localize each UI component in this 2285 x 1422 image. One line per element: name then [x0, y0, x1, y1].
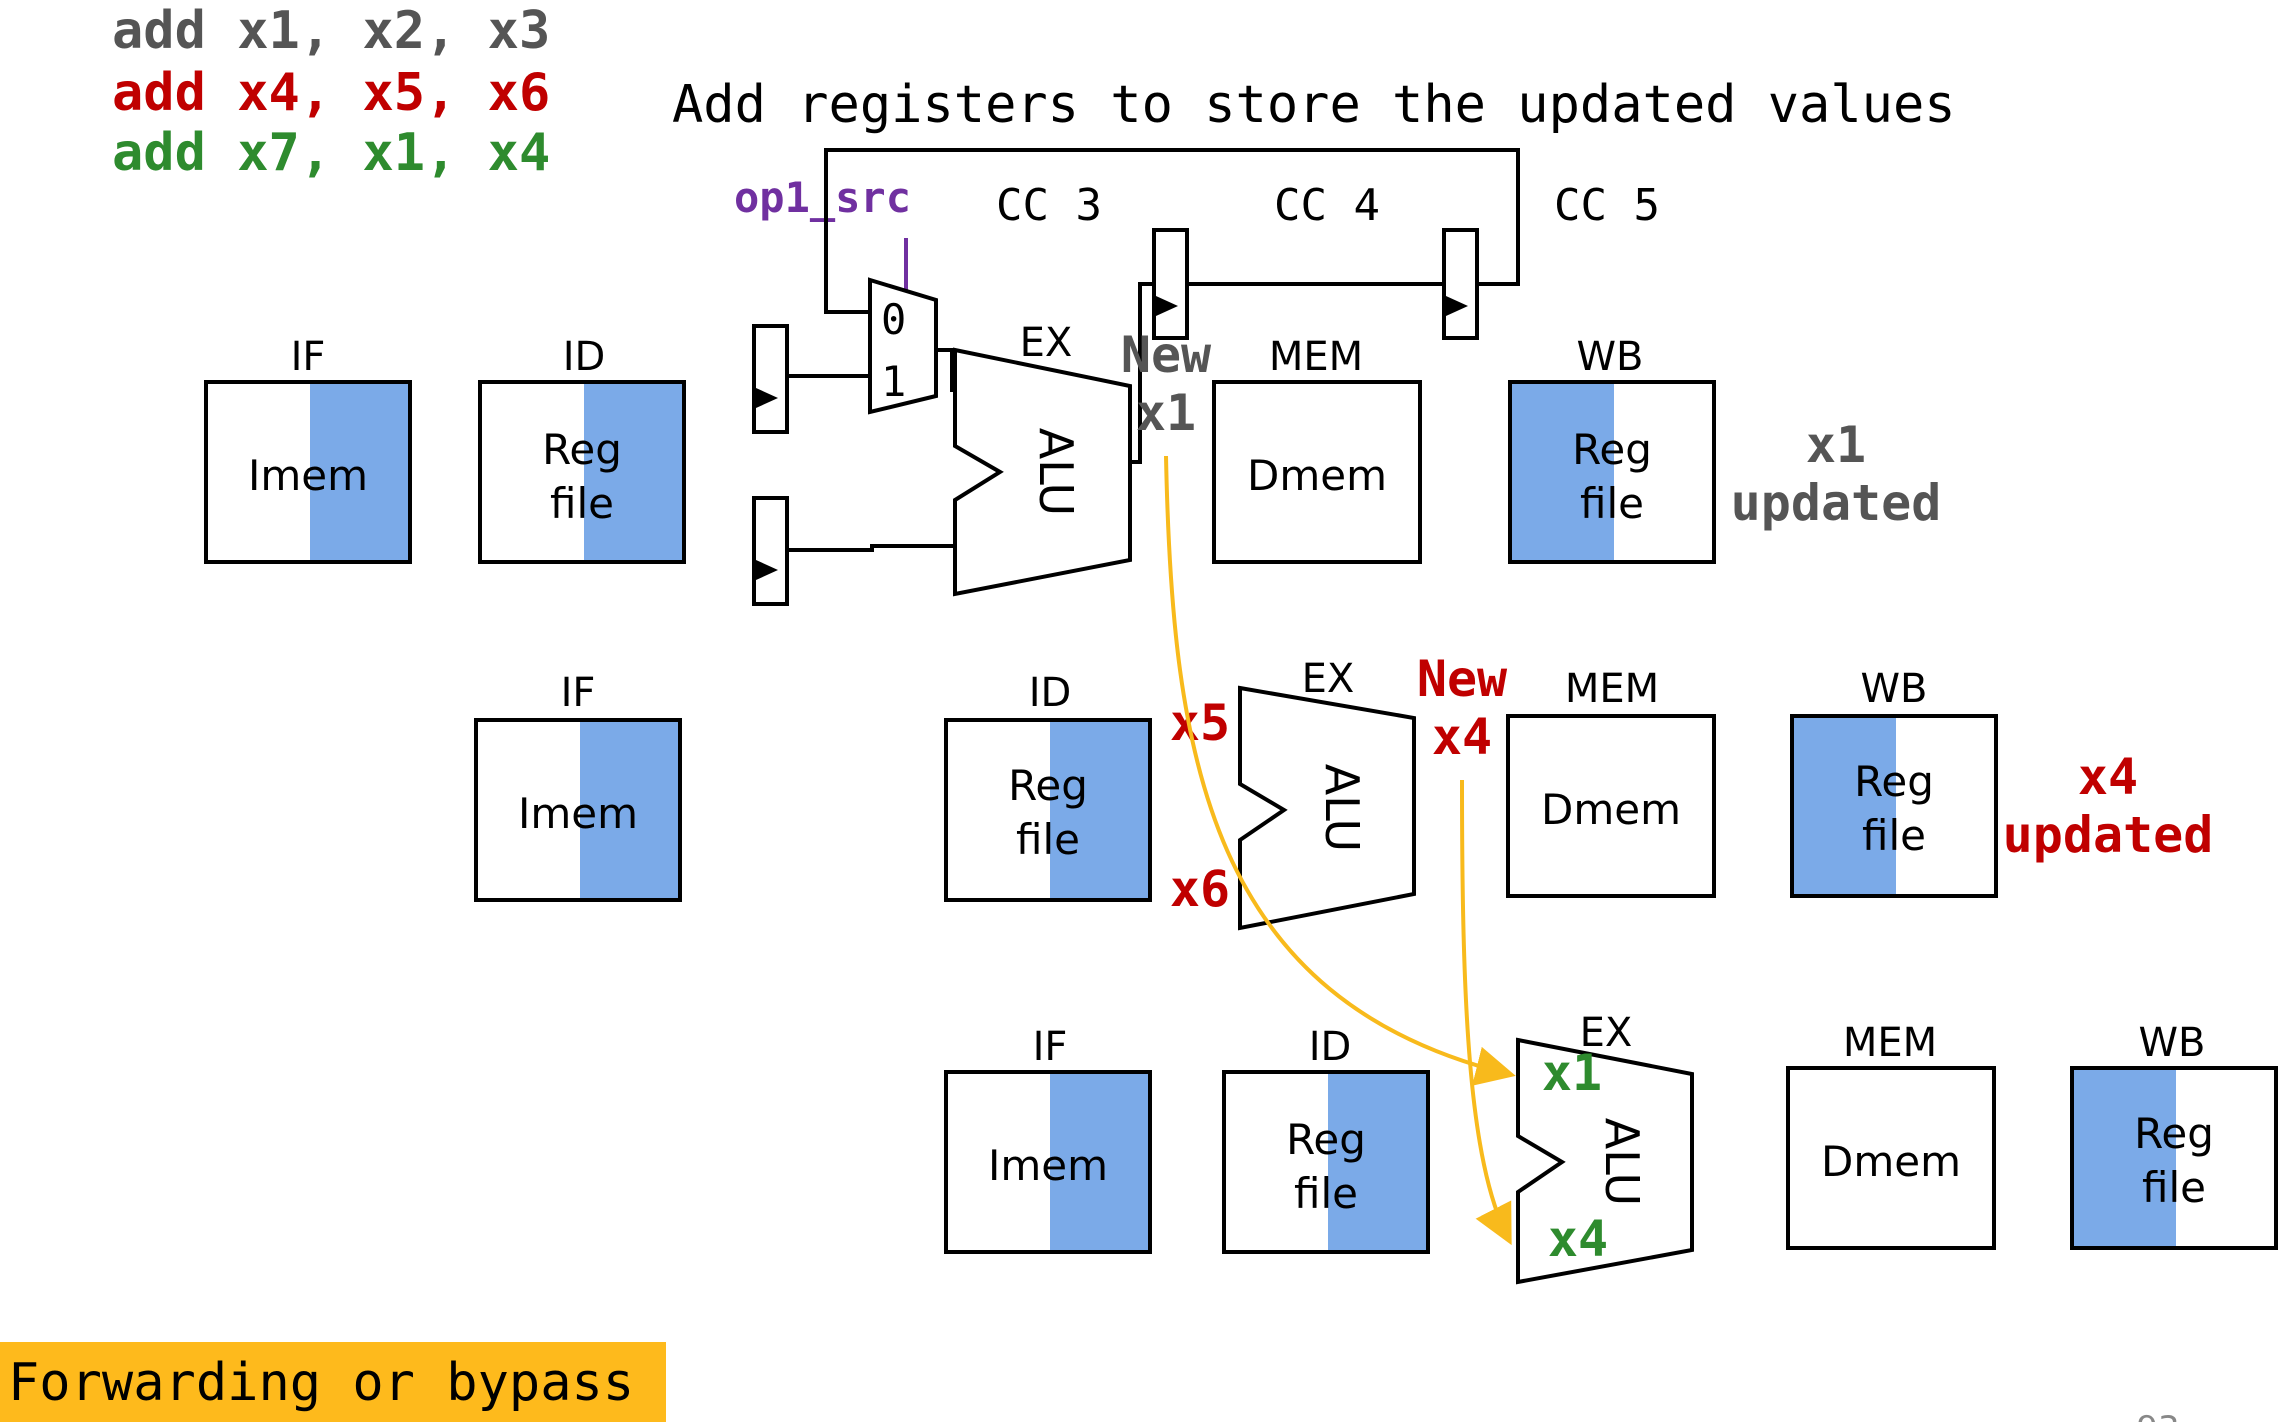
- row2-stage-mem: MEM: [1565, 666, 1659, 712]
- row3-regfile-read: Reg file: [1222, 1070, 1430, 1254]
- row2-imem-label: Imem: [518, 789, 638, 838]
- row2-stage-ex: EX: [1302, 656, 1355, 702]
- pipeline-register-a: [752, 324, 789, 434]
- forward-arrow-x4: [1460, 779, 1512, 1246]
- cycle-label-cc5: CC 5: [1554, 180, 1660, 231]
- cycle-label-cc3: CC 3: [996, 180, 1102, 231]
- row3-stage-if: IF: [1033, 1024, 1068, 1070]
- row2-stage-id: ID: [1029, 670, 1072, 716]
- row3-imem: Imem: [944, 1070, 1152, 1254]
- row3-wb-label-file: file: [2142, 1163, 2206, 1212]
- pipeline-register-b: [752, 496, 789, 606]
- row3-dmem: Dmem: [1786, 1066, 1996, 1250]
- row2-operand-x5: x5: [1170, 694, 1230, 752]
- forward-arrow-x1: [1164, 455, 1516, 1086]
- row3-dmem-label: Dmem: [1821, 1137, 1961, 1186]
- row1-alu-label: ALU: [1029, 428, 1083, 516]
- row3-regfile-label-reg: Reg: [1286, 1115, 1366, 1164]
- row3-stage-ex: EX: [1580, 1010, 1633, 1056]
- row3-alu: ALU: [1516, 1037, 1694, 1285]
- row1-stage-if: IF: [291, 334, 326, 380]
- row2-dmem: Dmem: [1506, 714, 1716, 898]
- row2-regfile-write: Reg file: [1790, 714, 1998, 898]
- row2-wb-label-file: file: [1862, 811, 1926, 860]
- row3-wb-label-reg: Reg: [2134, 1109, 2214, 1158]
- row2-new-x4: x4: [1432, 708, 1492, 766]
- row1-regfile-label-reg: Reg: [542, 425, 622, 474]
- row2-wb-label-reg: Reg: [1854, 757, 1934, 806]
- row3-stage-wb: WB: [2139, 1020, 2206, 1066]
- row3-imem-label: Imem: [988, 1141, 1108, 1190]
- instruction-3: add x7, x1, x4: [112, 123, 550, 183]
- row1-stage-ex: EX: [1020, 320, 1073, 366]
- row1-updated-reg: x1: [1806, 416, 1866, 474]
- forward-register-cc4: [1152, 228, 1189, 340]
- row3-stage-mem: MEM: [1843, 1020, 1937, 1066]
- row1-regfile-read: Reg file: [478, 380, 686, 564]
- row3-regfile-write: Reg file: [2070, 1066, 2278, 1250]
- row1-dmem: Dmem: [1212, 380, 1422, 564]
- mux-select-label: op1_src: [734, 173, 911, 222]
- row1-wb-label-file: file: [1580, 479, 1644, 528]
- row2-stage-wb: WB: [1861, 666, 1928, 712]
- row1-alu: ALU: [953, 347, 1132, 597]
- row2-operand-x6: x6: [1170, 860, 1230, 918]
- row3-regfile-label-file: file: [1294, 1169, 1358, 1218]
- row2-dmem-label: Dmem: [1541, 785, 1681, 834]
- forward-register-cc5: [1442, 228, 1479, 340]
- row1-dmem-label: Dmem: [1247, 451, 1387, 500]
- row2-regfile-read: Reg file: [944, 718, 1152, 902]
- mux-input-1: 1: [881, 357, 906, 406]
- banner-background: [0, 1342, 666, 1422]
- row2-imem: Imem: [474, 718, 682, 902]
- row2-stage-if: IF: [561, 670, 596, 716]
- row1-new-label: New: [1121, 326, 1212, 384]
- row2-new-label: New: [1417, 650, 1508, 708]
- slide-title: Add registers to store the updated value…: [672, 75, 1956, 135]
- instruction-1: add x1, x2, x3: [112, 1, 550, 61]
- mux-input-0: 0: [881, 295, 906, 344]
- banner-text: Forwarding or bypass: [8, 1353, 634, 1413]
- row2-updated-label: updated: [2003, 806, 2214, 864]
- row1-wb-label-reg: Reg: [1572, 425, 1652, 474]
- row3-stage-id: ID: [1309, 1024, 1352, 1070]
- row1-regfile-write: Reg file: [1508, 380, 1716, 564]
- row1-stage-id: ID: [563, 334, 606, 380]
- row1-stage-wb: WB: [1577, 334, 1644, 380]
- row1-new-x1: x1: [1136, 384, 1196, 442]
- row1-regfile-label-file: file: [550, 479, 614, 528]
- cycle-label-cc4: CC 4: [1274, 180, 1380, 231]
- row2-regfile-label-file: file: [1016, 815, 1080, 864]
- op1-src-mux: 0 1: [868, 277, 938, 415]
- row1-updated-label: updated: [1731, 474, 1942, 532]
- row1-imem: Imem: [204, 380, 412, 564]
- row3-alu-label: ALU: [1595, 1118, 1649, 1206]
- row1-imem-label: Imem: [248, 451, 368, 500]
- row3-operand-x1: x1: [1542, 1044, 1602, 1102]
- page-number: 93: [2136, 1409, 2179, 1422]
- row2-regfile-label-reg: Reg: [1008, 761, 1088, 810]
- row2-updated-reg: x4: [2078, 748, 2138, 806]
- instruction-2: add x4, x5, x6: [112, 63, 550, 123]
- row3-operand-x4: x4: [1548, 1210, 1608, 1268]
- row2-alu-label: ALU: [1315, 764, 1369, 852]
- row1-stage-mem: MEM: [1269, 334, 1363, 380]
- row2-alu: ALU: [1238, 685, 1416, 931]
